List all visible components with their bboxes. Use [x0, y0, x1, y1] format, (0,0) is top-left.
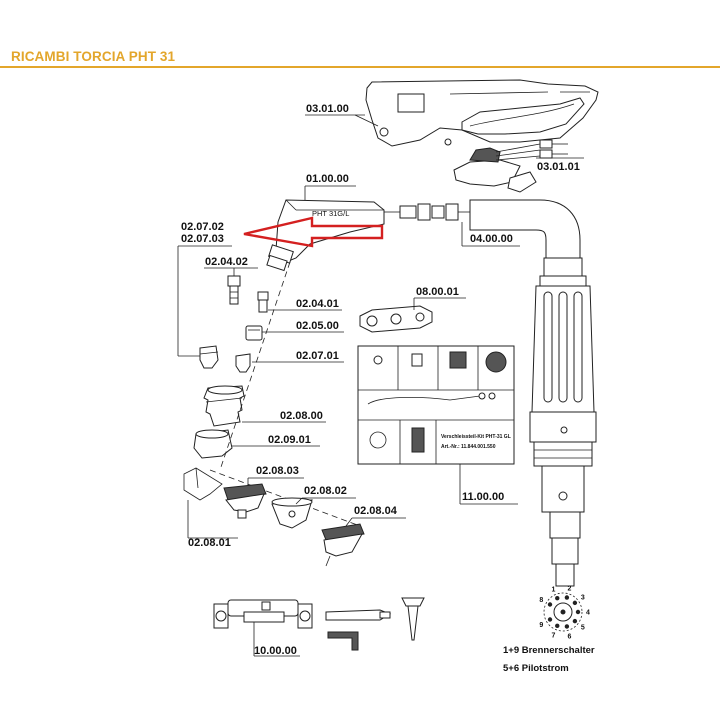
connector-pin — [555, 595, 560, 601]
label-020802: 02.08.02 — [304, 485, 347, 497]
label-020401: 02.04.01 — [296, 298, 339, 310]
part-020804 — [321, 523, 365, 567]
torch-cable — [469, 199, 597, 587]
title-rule — [0, 66, 720, 68]
label-020801: 02.08.01 — [188, 537, 231, 549]
connector-pin — [547, 617, 553, 622]
label-020402: 02.04.02 — [205, 256, 248, 268]
connector-pin-number: 7 — [551, 633, 555, 640]
page-title: RICAMBI TORCIA PHT 31 — [11, 49, 176, 64]
label-020804: 02.08.04 — [354, 505, 398, 517]
part-cutting-guide — [213, 597, 425, 651]
part-020802 — [271, 497, 313, 529]
connector-pin-number: 9 — [539, 622, 543, 629]
head-marking: PHT 31G/L — [312, 209, 349, 218]
legend-pilot: 5+6 Pilotstrom — [503, 663, 569, 674]
part-020701 — [199, 345, 251, 373]
kit-card-title: Verschleissteil-Kit PHT-31 GL — [441, 434, 511, 440]
connector-pinout: 8 1 2 3 4 5 6 7 9 — [539, 585, 590, 640]
label-020701: 02.07.01 — [296, 350, 339, 362]
label-electrode-a: 02.07.02 — [181, 221, 224, 233]
connector-pin-number: 2 — [568, 585, 572, 592]
connector-pin — [564, 595, 570, 600]
cable-connector — [384, 203, 470, 221]
connector-pin-number: 4 — [586, 610, 590, 617]
connector-pin-number: 1 — [551, 586, 555, 593]
label-020800: 02.08.00 — [280, 410, 323, 422]
label-wrench: 08.00.01 — [416, 286, 459, 298]
label-handle: 03.01.00 — [306, 103, 349, 115]
label-020500: 02.05.00 — [296, 320, 339, 332]
label-cutting-guide: 10.00.00 — [254, 645, 297, 657]
connector-pin — [572, 600, 578, 606]
part-020401 — [257, 291, 269, 313]
legend-switch: 1+9 Brennerschalter — [503, 645, 595, 656]
kit-card-article: Art.-Nr.: 11.844.001.550 — [441, 444, 496, 450]
part-020801 — [183, 467, 223, 501]
part-wrench — [359, 305, 433, 333]
kit-card: Verschleissteil-Kit PHT-31 GL Art.-Nr.: … — [357, 345, 515, 465]
connector-pin — [575, 609, 581, 615]
label-trigger: 03.01.01 — [537, 161, 580, 173]
torch-head: PHT 31G/L — [243, 199, 385, 272]
connector-pin — [555, 623, 560, 629]
connector-pin — [572, 618, 578, 624]
label-torch-head: 01.00.00 — [306, 173, 349, 185]
torch-trigger — [453, 139, 568, 193]
connector-pin-number: 8 — [539, 597, 543, 604]
connector-pin-number: 3 — [581, 594, 585, 601]
label-kit: 11.00.00 — [462, 491, 504, 503]
connector-pin — [547, 602, 553, 607]
connector-pin-number: 6 — [568, 634, 572, 641]
part-020800 — [203, 385, 245, 427]
label-020900: 02.09.01 — [268, 434, 311, 446]
connector-pin-number: 5 — [581, 625, 585, 632]
part-020900 — [193, 429, 233, 459]
torch-handle — [365, 79, 599, 147]
part-020803 — [223, 483, 267, 519]
label-cable: 04.00.00 — [470, 233, 513, 245]
red-pointer-arrow — [243, 216, 384, 248]
label-020803: 02.08.03 — [256, 465, 299, 477]
label-electrode-b: 02.07.03 — [181, 233, 224, 245]
connector-pin — [564, 624, 570, 629]
part-020402 — [227, 275, 241, 305]
part-020500 — [245, 325, 263, 341]
